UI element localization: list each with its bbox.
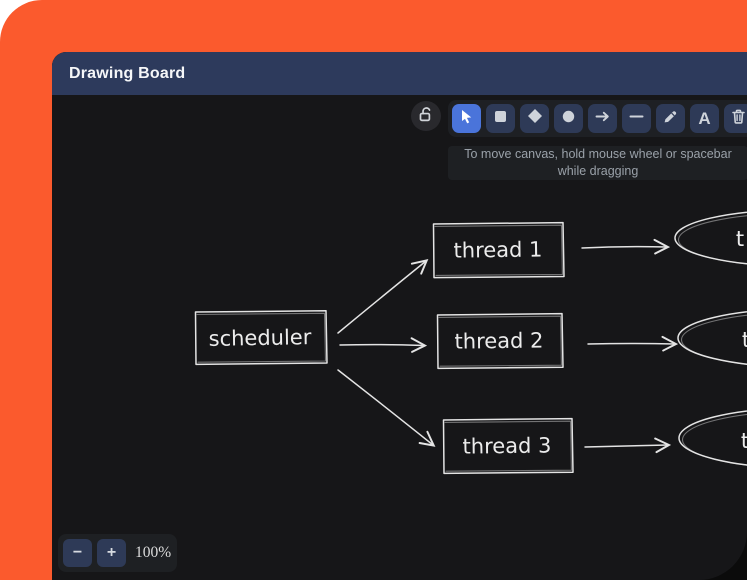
tool-diamond-button[interactable] <box>520 104 549 133</box>
horizontal-line-icon <box>628 108 645 130</box>
circle-icon <box>560 108 577 130</box>
drawing-board-window: Drawing Board scheduler thread 1 <box>52 52 747 580</box>
tool-line-button[interactable] <box>622 104 651 133</box>
cursor-arrow-icon <box>458 108 475 130</box>
zoom-in-button[interactable]: + <box>97 539 126 567</box>
edge-thread-3-ellipse-3[interactable] <box>584 445 668 447</box>
node-thread-3[interactable]: thread 3 <box>442 417 574 475</box>
edge-thread-1-ellipse-1[interactable] <box>581 247 667 248</box>
tool-rectangle-button[interactable] <box>486 104 515 133</box>
zoom-level-label: 100% <box>135 544 172 561</box>
arrow-right-icon <box>594 108 611 130</box>
tool-ellipse-button[interactable] <box>554 104 583 133</box>
node-ellipse-2[interactable]: t <box>677 309 747 367</box>
tool-eraser-button[interactable] <box>724 104 747 133</box>
node-label: t <box>736 227 744 251</box>
node-label: thread 1 <box>453 237 542 262</box>
zoom-controls: − + 100% <box>58 534 177 572</box>
pencil-icon <box>662 108 679 130</box>
node-ellipse-3[interactable]: t <box>678 408 747 468</box>
diamond-icon <box>526 107 544 130</box>
window-title: Drawing Board <box>69 64 186 82</box>
edge-scheduler-thread-1[interactable] <box>337 261 426 334</box>
tool-draw-button[interactable] <box>656 104 685 133</box>
tooltip-line-1: To move canvas, hold mouse wheel or spac… <box>464 147 732 161</box>
node-label: thread 3 <box>462 433 551 458</box>
edge-scheduler-thread-2[interactable] <box>339 345 424 346</box>
edge-thread-2-ellipse-2[interactable] <box>587 344 675 345</box>
letter-a-icon: A <box>698 109 711 128</box>
title-bar: Drawing Board <box>52 52 747 95</box>
node-ellipse-1[interactable]: t <box>674 210 747 266</box>
tool-selection-button[interactable] <box>452 104 481 133</box>
unlock-icon <box>415 103 437 130</box>
square-icon <box>492 108 509 130</box>
lock-tool-button[interactable] <box>411 101 441 131</box>
node-thread-1[interactable]: thread 1 <box>432 221 565 279</box>
tool-arrow-button[interactable] <box>588 104 617 133</box>
node-label: t <box>742 328 747 352</box>
node-label: scheduler <box>208 325 312 351</box>
diagram-drawing: scheduler thread 1 thread 2 thread 3 <box>194 210 747 475</box>
node-label: t <box>741 429 747 453</box>
tools-toolbar: A <box>448 100 747 137</box>
drawing-canvas[interactable]: scheduler thread 1 thread 2 thread 3 <box>52 95 747 580</box>
trash-icon <box>730 108 747 130</box>
edge-scheduler-thread-3[interactable] <box>337 369 433 445</box>
canvas-move-tooltip: To move canvas, hold mouse wheel or spac… <box>448 146 747 180</box>
zoom-out-button[interactable]: − <box>63 539 92 567</box>
node-label: thread 2 <box>454 328 543 353</box>
node-scheduler[interactable]: scheduler <box>194 310 328 366</box>
tooltip-line-2: while dragging <box>557 164 639 178</box>
tool-text-button[interactable]: A <box>690 104 719 133</box>
node-thread-2[interactable]: thread 2 <box>436 312 564 370</box>
